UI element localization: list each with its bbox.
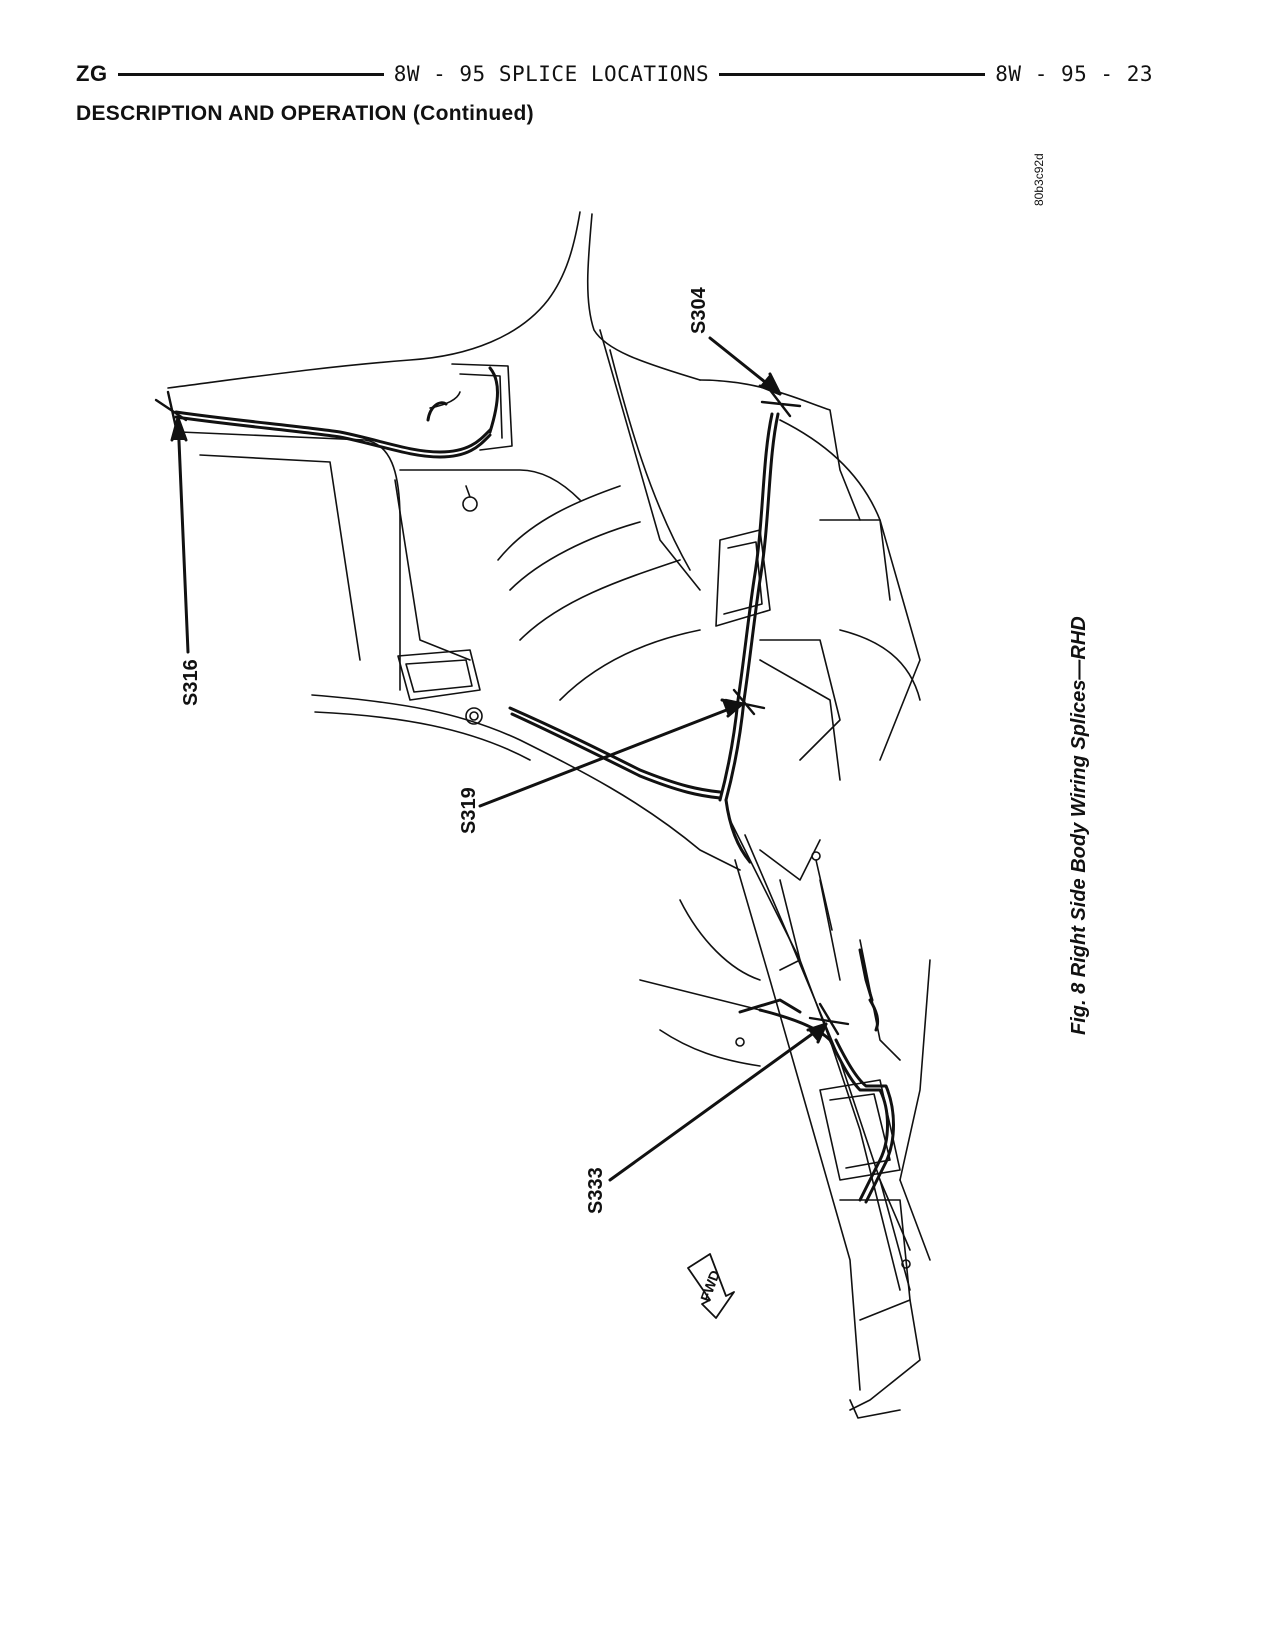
callout-s304: S304: [688, 287, 710, 334]
fwd-arrow: [687, 1253, 735, 1319]
leader-s333-head: [806, 1022, 828, 1044]
callout-leaders: [170, 336, 828, 1182]
header-right: 8W - 95 - 23: [995, 62, 1153, 86]
header-rule-right: [719, 72, 986, 76]
splice-mark-s304: [760, 388, 802, 418]
floor-structure: [639, 379, 931, 1419]
leader-s333: [608, 1022, 828, 1182]
header-rule-left: [117, 72, 384, 76]
quarter-panel-outline: [167, 211, 741, 871]
header-center: 8W - 95 SPLICE LOCATIONS: [393, 62, 710, 86]
wiring-illustration: [154, 211, 931, 1419]
splice-markers: [154, 388, 850, 1036]
figure-caption: Fig. 8 Right Side Body Wiring Splices—RH…: [1068, 616, 1090, 1035]
image-code: 80b3c92d: [1032, 153, 1046, 206]
leader-s316-head: [170, 416, 188, 442]
callout-s319: S319: [458, 787, 480, 834]
callout-s333: S333: [585, 1167, 607, 1214]
header-left: ZG: [76, 61, 108, 86]
splice-mark-s333: [808, 1002, 850, 1036]
leader-s316: [176, 416, 190, 654]
fasteners: [462, 485, 911, 1269]
wiring-harness: [174, 366, 895, 1204]
leader-s319-head: [720, 698, 744, 718]
page-header: ZG 8W - 95 SPLICE LOCATIONS 8W - 95 - 23: [76, 58, 1153, 90]
leader-s304-head: [758, 372, 782, 396]
splice-mark-s316: [154, 390, 188, 430]
section-title: DESCRIPTION AND OPERATION (Continued): [76, 102, 534, 125]
leader-s319: [478, 702, 744, 808]
callout-s316: S316: [180, 659, 202, 706]
